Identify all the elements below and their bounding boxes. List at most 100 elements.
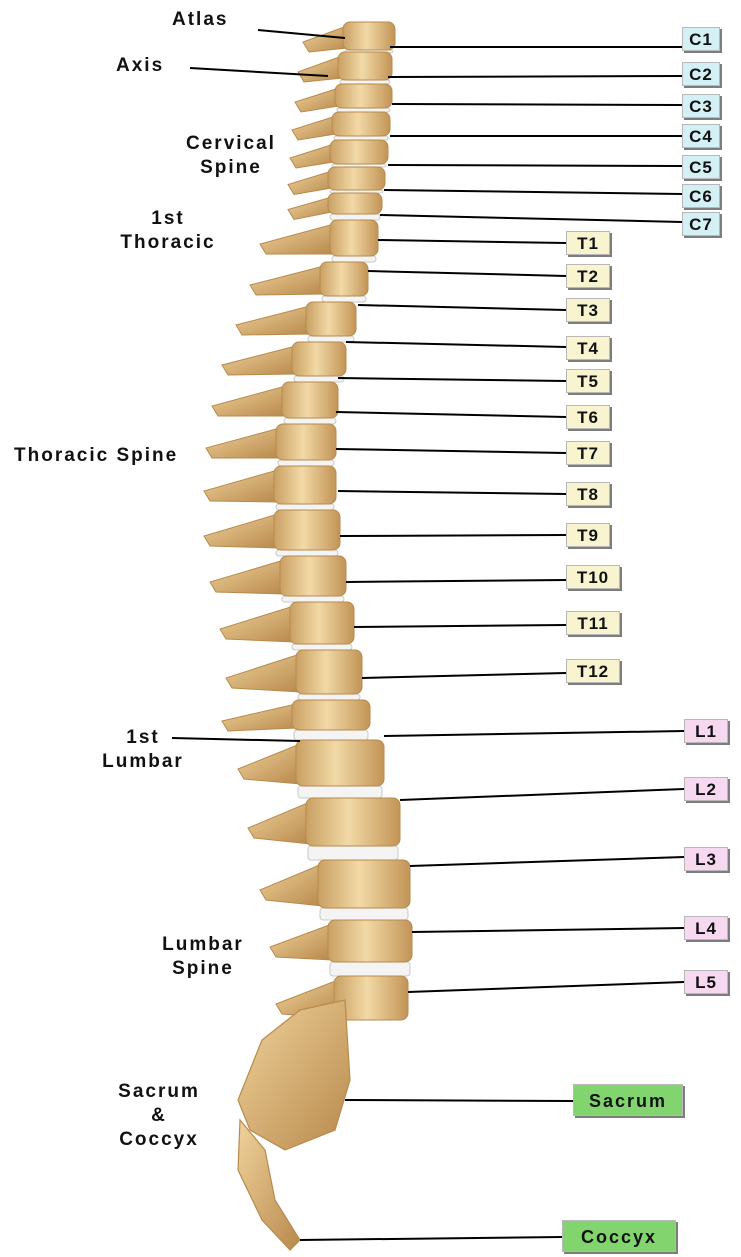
label-cervical-line1: Cervical — [172, 132, 290, 156]
leader-line — [400, 789, 684, 800]
tag-c1: C1 — [682, 27, 720, 51]
spinous-process — [204, 470, 278, 502]
label-first-lumbar-line2: Lumbar — [88, 750, 198, 774]
label-lumbar-spine: Lumbar Spine — [148, 933, 258, 981]
vertebral-body — [328, 193, 382, 214]
spinous-process — [238, 744, 300, 784]
vertebral-body — [274, 466, 336, 504]
spinous-process — [226, 654, 300, 692]
spinous-process — [260, 864, 322, 906]
leader-line — [300, 1237, 562, 1240]
tag-l2: L2 — [684, 777, 728, 801]
spinous-process — [204, 514, 278, 548]
label-first-thoracic-line2: Thoracic — [106, 231, 230, 255]
spinous-process — [206, 428, 280, 458]
spinous-process — [295, 88, 339, 112]
vertebral-body — [296, 740, 384, 786]
intervertebral-disc — [292, 644, 352, 650]
tag-t12: T12 — [566, 659, 620, 683]
leader-line — [346, 342, 566, 347]
spinous-process — [248, 802, 310, 844]
leader-line — [338, 378, 566, 381]
spinous-process — [292, 116, 336, 140]
tag-l1: L1 — [684, 719, 728, 743]
spinous-process — [303, 26, 347, 52]
intervertebral-disc — [278, 460, 334, 466]
label-atlas: Atlas — [172, 8, 228, 32]
tag-c6: C6 — [682, 184, 720, 208]
tag-c5: C5 — [682, 155, 720, 179]
vertebral-body — [320, 262, 368, 296]
tag-c3: C3 — [682, 94, 720, 118]
intervertebral-disc — [330, 214, 380, 220]
vertebral-body — [306, 798, 400, 846]
leader-line — [368, 271, 566, 276]
leader-line — [340, 535, 566, 536]
intervertebral-disc — [294, 376, 344, 382]
spinous-process — [290, 144, 334, 168]
tag-c7: C7 — [682, 212, 720, 236]
spinous-process — [288, 171, 332, 195]
intervertebral-disc — [332, 256, 376, 262]
label-first-thoracic: 1st Thoracic — [106, 207, 230, 255]
label-lumbar-line2: Spine — [148, 957, 258, 981]
leader-line — [410, 857, 684, 866]
vertebral-body — [290, 602, 354, 644]
intervertebral-disc — [330, 962, 410, 976]
vertebral-body — [332, 112, 390, 136]
intervertebral-disc — [308, 846, 398, 860]
label-atlas-text: Atlas — [172, 8, 228, 32]
leader-line — [412, 928, 684, 932]
intervertebral-disc — [298, 786, 382, 798]
label-first-thoracic-line1: 1st — [106, 207, 230, 231]
intervertebral-disc — [334, 136, 388, 140]
leader-line — [336, 449, 566, 453]
leader-line — [408, 982, 684, 992]
vertebral-body — [274, 510, 340, 550]
leader-line — [338, 491, 566, 494]
tag-t7: T7 — [566, 441, 610, 465]
tag-coccyx: Coccyx — [562, 1220, 676, 1252]
spinous-process — [298, 56, 342, 82]
spinous-process — [222, 346, 296, 375]
leader-line — [345, 1100, 573, 1101]
tag-sacrum: Sacrum — [573, 1084, 683, 1116]
label-sacrum-coccyx: Sacrum & Coccyx — [104, 1080, 214, 1152]
tag-t3: T3 — [566, 298, 610, 322]
label-sacrum-coccyx-line1: Sacrum — [104, 1080, 214, 1104]
tag-t11: T11 — [566, 611, 620, 635]
tag-l3: L3 — [684, 847, 728, 871]
vertebral-body — [328, 920, 412, 962]
intervertebral-disc — [298, 694, 360, 700]
label-cervical-line2: Spine — [172, 156, 290, 180]
tag-c2: C2 — [682, 62, 720, 86]
intervertebral-disc — [276, 550, 338, 556]
tag-c4: C4 — [682, 124, 720, 148]
leader-line — [380, 215, 682, 222]
vertebral-body — [296, 650, 362, 694]
tag-t8: T8 — [566, 482, 610, 506]
leader-line — [362, 673, 566, 678]
label-first-lumbar-line1: 1st — [88, 726, 198, 750]
intervertebral-disc — [282, 596, 344, 602]
tag-l4: L4 — [684, 916, 728, 940]
label-axis-text: Axis — [116, 54, 164, 78]
intervertebral-disc — [294, 730, 368, 740]
vertebral-body — [282, 382, 338, 418]
vertebral-body — [338, 52, 392, 80]
spinous-process — [288, 197, 332, 220]
spinous-process — [270, 924, 332, 960]
vertebral-body — [343, 22, 395, 50]
spinous-process — [212, 386, 286, 416]
leader-line — [384, 731, 684, 736]
leader-line — [346, 580, 566, 582]
leader-line — [336, 412, 566, 417]
sacrum-bone — [238, 1000, 350, 1150]
spinous-process — [222, 704, 296, 731]
label-sacrum-coccyx-line2: & — [104, 1104, 214, 1128]
leader-line — [384, 190, 682, 194]
spinous-process — [220, 606, 294, 642]
vertebral-body — [306, 302, 356, 336]
tag-t6: T6 — [566, 405, 610, 429]
vertebral-body — [276, 424, 336, 460]
